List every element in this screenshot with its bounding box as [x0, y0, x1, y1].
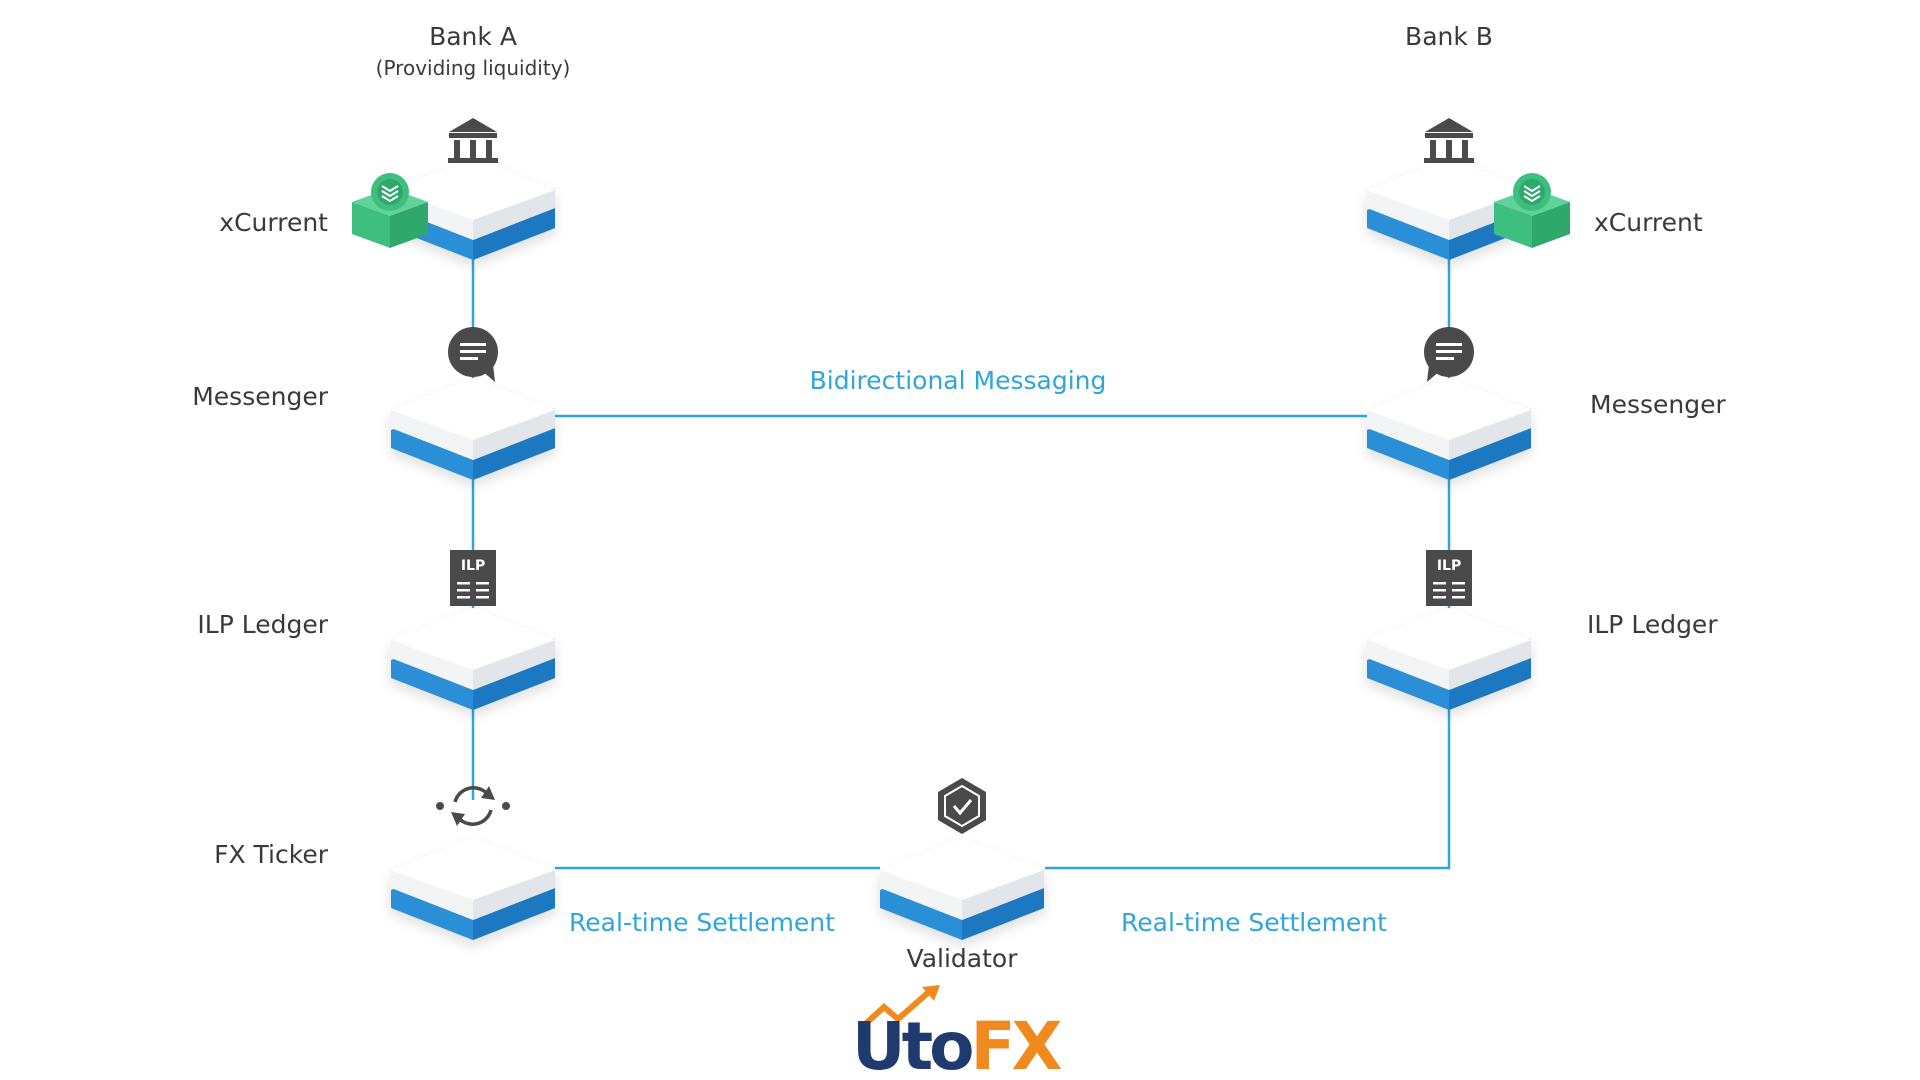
bank-a-title: Bank A: [429, 22, 517, 51]
xcurrent-icon: [352, 173, 428, 248]
svg-text:UtoFX: UtoFX: [852, 1008, 1062, 1075]
sync-icon: [436, 786, 510, 826]
platform-messenger-a: [391, 378, 555, 480]
line-settlement-right: [1045, 640, 1451, 870]
label-messenger-right: Messenger: [1590, 390, 1726, 419]
logo-arrow-icon: [859, 988, 933, 1030]
label-ilp-left: ILP Ledger: [197, 610, 328, 639]
label-ilp-right: ILP Ledger: [1587, 610, 1718, 639]
bank-b-title: Bank B: [1405, 22, 1493, 51]
platform-messenger-b: [1367, 378, 1531, 480]
bank-a-subtitle: (Providing liquidity): [375, 56, 571, 80]
platform-ilp-a: [391, 608, 555, 710]
ilp-badge-text: ILP: [1437, 558, 1461, 574]
platform-fx-ticker: [391, 838, 555, 940]
label-settlement-right: Real-time Settlement: [1121, 908, 1387, 937]
logo-text-uto: Uto: [852, 1008, 972, 1075]
label-settlement-left: Real-time Settlement: [569, 908, 835, 937]
platform-validator: [880, 838, 1044, 940]
label-xcurrent-left: xCurrent: [219, 208, 328, 237]
label-bidirectional-messaging: Bidirectional Messaging: [809, 366, 1107, 395]
ilp-badge-text: ILP: [461, 558, 485, 574]
chat-icon: [448, 327, 498, 382]
ilp-ledger-icon: ILP: [1426, 550, 1472, 606]
connection-lines: [471, 232, 1451, 870]
utofx-logo: UtoFX: [852, 985, 1066, 1075]
xcurrent-icon: [1494, 173, 1570, 248]
label-validator: Validator: [906, 944, 1018, 973]
chat-icon: [1424, 327, 1474, 382]
platform-ilp-b: [1367, 608, 1531, 710]
bank-icon: [448, 118, 498, 163]
logo-text-fx: FX: [971, 1008, 1062, 1075]
shield-check-icon: [938, 778, 986, 834]
label-messenger-left: Messenger: [192, 382, 328, 411]
ilp-ledger-icon: ILP: [450, 550, 496, 606]
label-xcurrent-right: xCurrent: [1594, 208, 1703, 237]
bank-icon: [1424, 118, 1474, 163]
label-fx-ticker: FX Ticker: [214, 840, 328, 869]
